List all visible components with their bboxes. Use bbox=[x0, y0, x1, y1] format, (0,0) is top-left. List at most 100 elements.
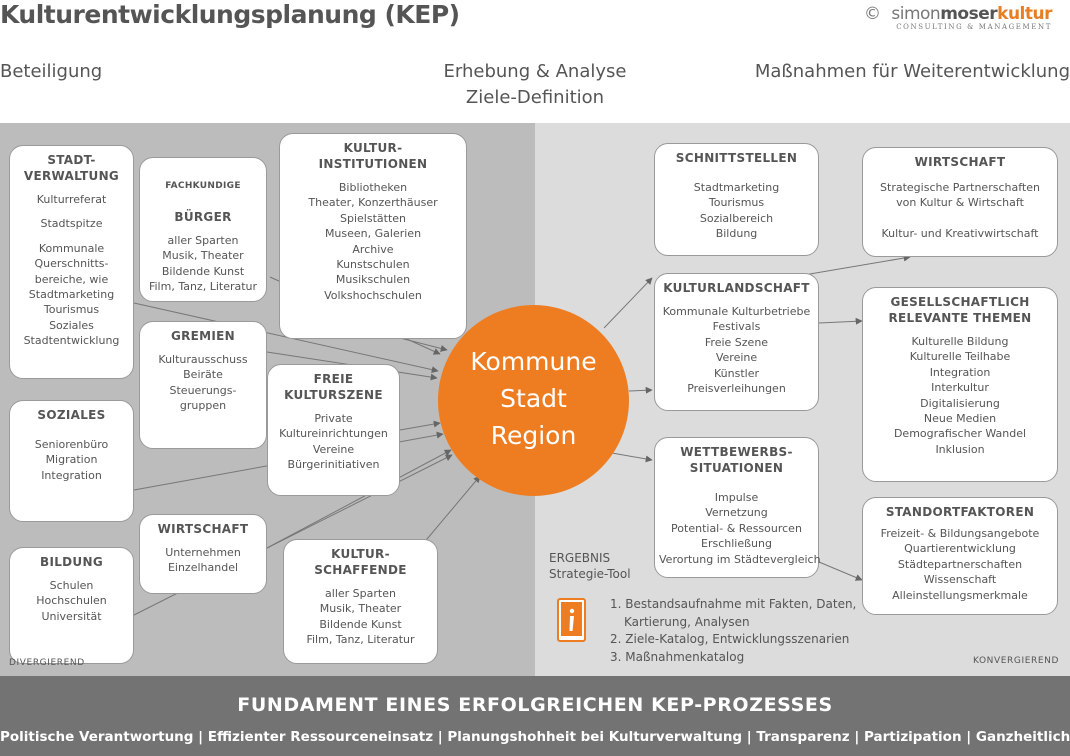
column-head-beteiligung: Beteiligung bbox=[0, 61, 103, 82]
box-title: KULTUR- INSTITUTIONEN bbox=[318, 141, 428, 171]
box-item: Archive bbox=[352, 242, 394, 256]
box-item: Vernetzung bbox=[705, 506, 768, 520]
box-item: bereiche, wie bbox=[34, 272, 109, 286]
box-item: Stadtmarketing bbox=[28, 288, 115, 302]
arrow-kulturinstitutionen bbox=[399, 337, 448, 352]
box-title: FREIE KULTURSZENE bbox=[284, 372, 383, 402]
box-title: KULTUR- SCHAFFENDE bbox=[314, 547, 407, 577]
page-title: Kulturentwicklungsplanung (KEP) bbox=[0, 0, 460, 29]
box-item: Beiräte bbox=[183, 368, 223, 382]
box-item: Musik, Theater bbox=[319, 602, 402, 616]
box-item: Vereine bbox=[312, 442, 355, 456]
brand-name: © simonmoserkultur bbox=[864, 4, 1052, 24]
box-item: Städtepartnerschaften bbox=[897, 557, 1023, 571]
box-item: Querschnitts- bbox=[34, 257, 109, 271]
box-wirtschaft-left: WIRTSCHAFT Unternehmen Einzelhandel bbox=[139, 514, 267, 594]
brand-part-simon: simon bbox=[891, 4, 941, 24]
arrow-wirtschaft-right bbox=[797, 254, 911, 277]
box-item: Musikschulen bbox=[335, 273, 411, 287]
copyright-sign: © bbox=[864, 4, 881, 24]
box-item: Kulturreferat bbox=[36, 193, 107, 206]
box-item: Seniorenbüro bbox=[34, 438, 109, 451]
box-item: Schulen bbox=[49, 579, 94, 592]
box-item: Kultureinrichtungen bbox=[279, 427, 388, 441]
arrow-gesellschaft bbox=[818, 317, 863, 325]
box-item: Impulse bbox=[714, 491, 759, 504]
column-head-erhebung-line1: Erhebung & Analyse bbox=[443, 61, 627, 82]
footer-title: FUNDAMENT EINES ERFOLGREICHEN KEP-PROZES… bbox=[237, 694, 833, 716]
column-head-erhebung-line2: Ziele-Definition bbox=[465, 87, 605, 108]
center-line-stadt: Stadt bbox=[500, 384, 567, 413]
box-item: Integration bbox=[929, 365, 991, 379]
box-item: Freizeit- & Bildungsangebote bbox=[880, 527, 1040, 540]
box-item: Stadtmarketing bbox=[693, 181, 780, 194]
box-title-main: BÜRGER bbox=[174, 210, 232, 224]
box-title: STANDORTFAKTOREN bbox=[885, 505, 1035, 519]
center-line-region: Region bbox=[490, 421, 577, 450]
box-item: Tourismus bbox=[43, 303, 100, 317]
box-item: gruppen bbox=[179, 399, 227, 413]
box-title: STADT- VERWALTUNG bbox=[23, 153, 120, 183]
ergebnis-list: 1. Bestandsaufnahme mit Fakten, Daten, K… bbox=[610, 596, 856, 666]
arrow-schnittstellen bbox=[603, 277, 653, 329]
tag-divergierend: DIVERGIEREND bbox=[9, 658, 85, 668]
ergebnis-list-item: 3. Maßnahmenkatalog bbox=[610, 649, 745, 664]
box-item: Kommunale Kulturbetriebe bbox=[662, 305, 811, 318]
box-item: Kulturausschuss bbox=[158, 353, 248, 366]
box-item: Integration bbox=[41, 468, 102, 482]
box-bildung: BILDUNG Schulen Hochschulen Universität bbox=[9, 547, 134, 664]
box-title: WIRTSCHAFT bbox=[157, 522, 249, 536]
box-item: Theater, Konzerthäuser bbox=[308, 196, 438, 210]
box-kulturinstitutionen: KULTUR- INSTITUTIONEN Bibliotheken Theat… bbox=[279, 133, 467, 339]
box-item: Kultur- und Kreativwirtschaft bbox=[881, 226, 1039, 240]
box-item: Migration bbox=[45, 453, 98, 467]
brand-part-moser: moser bbox=[940, 4, 998, 24]
brand-subtitle: CONSULTING & MANAGEMENT bbox=[896, 23, 1052, 31]
box-gremien: GREMIEN Kulturausschuss Beiräte Steuerun… bbox=[139, 321, 267, 449]
box-item: Preisverleihungen bbox=[687, 382, 786, 396]
tag-konvergierend: KONVERGIEREND bbox=[972, 656, 1059, 666]
box-standortfaktoren: STANDORTFAKTOREN Freizeit- & Bildungsang… bbox=[862, 497, 1058, 615]
box-title: KULTURLANDSCHAFT bbox=[663, 281, 810, 295]
arrow-kulturszene bbox=[399, 420, 441, 431]
footer-bar bbox=[0, 676, 1070, 756]
box-item: Quartierentwicklung bbox=[904, 542, 1016, 556]
box-item: Kommunale bbox=[38, 241, 105, 255]
box-item: Film, Tanz, Literatur bbox=[306, 633, 415, 647]
box-item: Interkultur bbox=[931, 381, 989, 395]
box-item: aller Sparten bbox=[325, 587, 396, 600]
ergebnis-subtitle: Strategie-Tool bbox=[549, 567, 631, 581]
box-item: Wissenschaft bbox=[923, 573, 997, 587]
brand-logo: © simonmoserkultur CONSULTING & MANAGEME… bbox=[864, 4, 1052, 31]
box-item: Strategische Partnerschaften bbox=[880, 181, 1040, 194]
ergebnis-title: ERGEBNIS bbox=[549, 551, 611, 565]
ergebnis-list-item: Kartierung, Analysen bbox=[624, 614, 750, 629]
box-item: von Kultur & Wirtschaft bbox=[896, 196, 1024, 210]
box-item: Tourismus bbox=[708, 196, 765, 210]
column-head-massnahmen: Maßnahmen für Weiterentwicklung bbox=[754, 61, 1070, 82]
ergebnis-label: ERGEBNIS Strategie-Tool bbox=[549, 550, 631, 582]
box-item: Soziales bbox=[49, 318, 94, 332]
box-item: Sozialbereich bbox=[699, 211, 774, 225]
box-item: Erschließung bbox=[701, 537, 772, 551]
box-item: aller Sparten bbox=[167, 234, 239, 247]
box-item: Kulturelle Bildung bbox=[911, 335, 1009, 348]
box-item: Bürgerinitiativen bbox=[287, 458, 380, 472]
column-head-erhebung: Erhebung & Analyse Ziele-Definition bbox=[405, 59, 665, 111]
box-item: Verortung im Städtevergleich bbox=[659, 552, 821, 566]
box-item: Künstler bbox=[714, 366, 759, 380]
info-book-icon bbox=[557, 598, 586, 642]
box-item: Film, Tanz, Literatur bbox=[148, 280, 258, 294]
box-freie-kulturszene: FREIE KULTURSZENE Private Kultureinricht… bbox=[267, 364, 400, 496]
ergebnis-list-item: 2. Ziele-Katalog, Entwicklungsszenarien bbox=[610, 632, 850, 647]
box-schnittstellen: SCHNITTSTELLEN Stadtmarketing Tourismus … bbox=[654, 143, 819, 256]
box-item: Musik, Theater bbox=[162, 249, 244, 263]
box-item: Neue Medien bbox=[923, 412, 997, 426]
box-item: Einzelhandel bbox=[167, 561, 239, 575]
box-item: Private bbox=[314, 412, 353, 425]
box-item: Vereine bbox=[715, 351, 758, 365]
box-soziales: SOZIALES Seniorenbüro Migration Integrat… bbox=[9, 400, 134, 522]
box-item: Hochschulen bbox=[36, 594, 107, 608]
box-item: Volkshochschulen bbox=[324, 288, 422, 302]
box-item: Bildende Kunst bbox=[161, 264, 245, 278]
